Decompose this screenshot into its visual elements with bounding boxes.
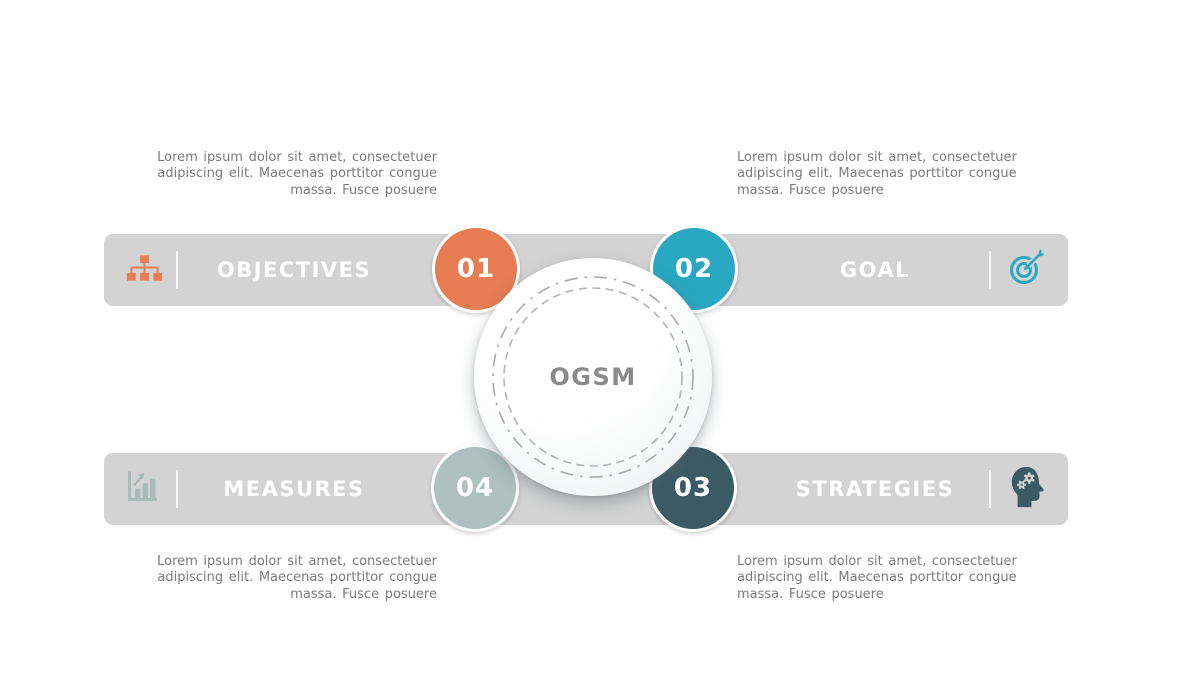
divider [989,470,991,508]
description-line: adipiscing elit. Maecenas porttitor cong… [737,570,1017,586]
description-line: Lorem ipsum dolor sit amet, consectetuer [737,150,1017,165]
strategies-title: STRATEGIES [795,477,955,501]
objectives-description: Lorem ipsum dolor sit amet, consectetuer… [127,150,437,199]
description-line: massa. Fusce posuere [290,182,437,198]
org-chart-icon [126,255,163,286]
description-line: Lorem ipsum dolor sit amet, consectetuer [157,554,437,569]
measures-description: Lorem ipsum dolor sit amet, consectetuer… [127,554,437,603]
divider [989,251,991,289]
description-line: adipiscing elit. Maecenas porttitor cong… [157,166,437,182]
description-line: massa. Fusce posuere [737,182,884,198]
divider [176,251,178,289]
description-line: adipiscing elit. Maecenas porttitor cong… [157,570,437,586]
measures-title: MEASURES [223,477,365,501]
bar-chart-icon [126,471,160,508]
description-line: Lorem ipsum dolor sit amet, consectetuer [157,150,437,165]
description-line: Lorem ipsum dolor sit amet, consectetuer [737,554,1017,569]
strategies-description: Lorem ipsum dolor sit amet, consectetuer… [737,554,1047,603]
description-line: massa. Fusce posuere [737,586,884,602]
goal-description: Lorem ipsum dolor sit amet, consectetuer… [737,150,1047,199]
divider [176,470,178,508]
goal-title: GOAL [839,258,911,282]
center-circle: OGSM [474,258,712,496]
target-icon [1009,249,1045,290]
center-title: OGSM [549,363,637,391]
description-line: massa. Fusce posuere [290,586,437,602]
objectives-title: OBJECTIVES [216,258,372,282]
dashed-rings [492,276,694,478]
head-gears-icon [1009,466,1045,512]
description-line: adipiscing elit. Maecenas porttitor cong… [737,166,1017,182]
measures-number-badge: 04 [431,444,519,532]
